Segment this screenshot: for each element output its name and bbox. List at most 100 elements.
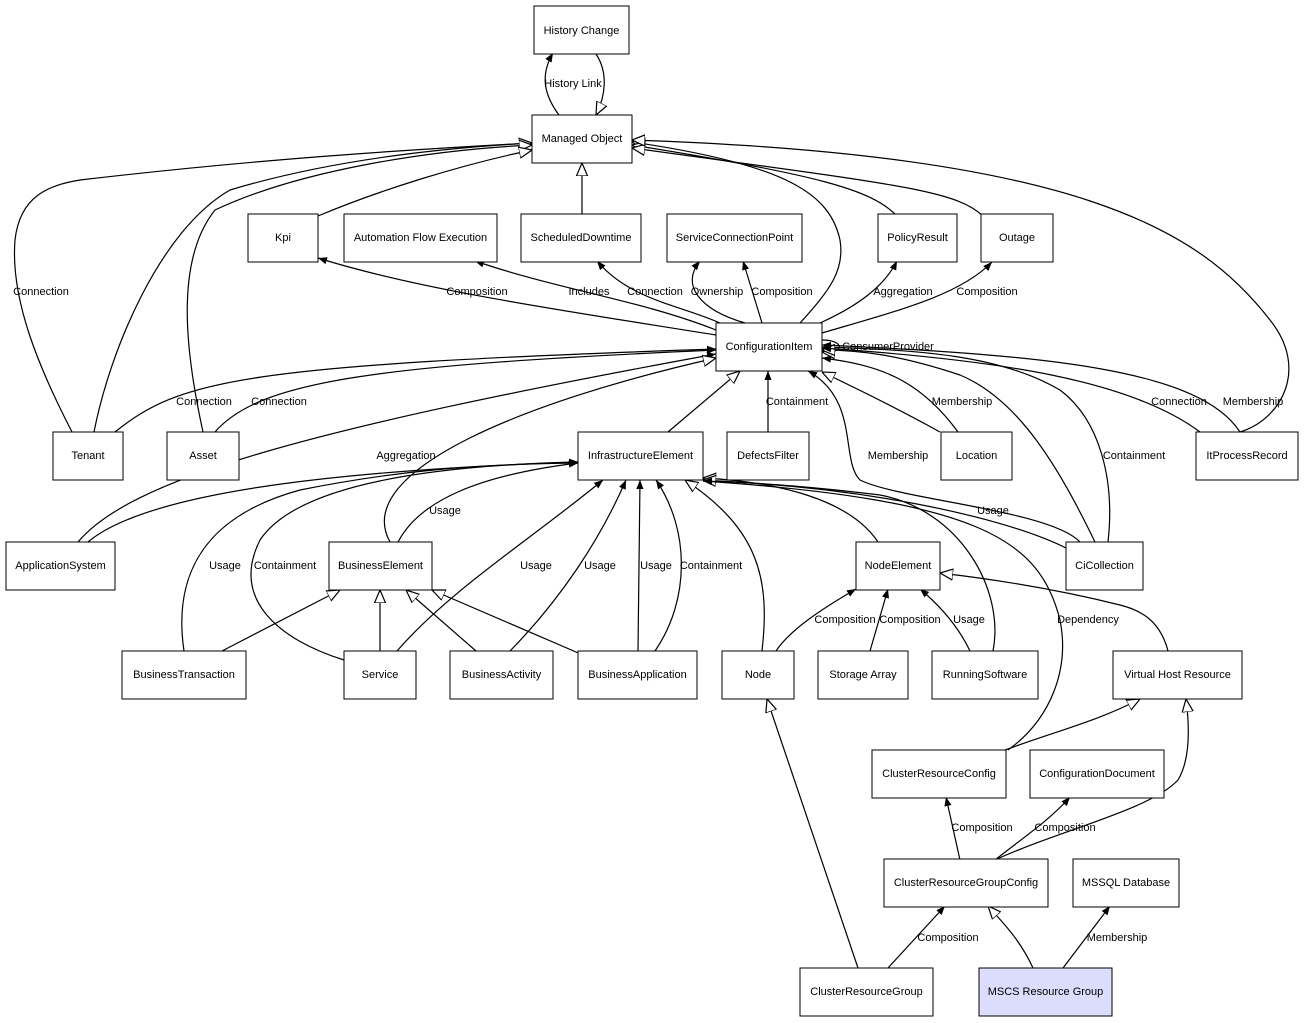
node-label: Storage Array xyxy=(829,669,897,681)
node-label: DefectsFilter xyxy=(737,450,799,462)
node-label: CiCollection xyxy=(1075,560,1134,572)
edge-history-link-up xyxy=(544,52,560,116)
edge-label: Containment xyxy=(1103,450,1165,462)
edge-svc-usage-ie xyxy=(396,479,604,652)
node-label: Asset xyxy=(189,450,217,462)
edge-svc-containment-ie xyxy=(250,458,579,661)
node-configuration-item[interactable]: ConfigurationItem xyxy=(715,322,823,372)
node-virtual-host-resource[interactable]: Virtual Host Resource xyxy=(1112,650,1243,700)
edge-crgc-composition-crc xyxy=(944,796,961,861)
edge-asset-inherit-mo xyxy=(186,145,532,433)
edge-pr-inherit-mo xyxy=(632,145,896,215)
node-managed-object[interactable]: Managed Object xyxy=(531,114,633,164)
node-configuration-document[interactable]: ConfigurationDocument xyxy=(1029,749,1165,799)
edge-as-aggregation-ie xyxy=(87,458,579,543)
node-label: InfrastructureElement xyxy=(588,450,693,462)
node-node[interactable]: Node xyxy=(721,650,795,700)
edge-ie-inherit-ci xyxy=(667,371,740,433)
edge-label: Membership xyxy=(1087,932,1148,944)
nodes: History Change Managed Object Kpi Automa… xyxy=(5,5,1299,1017)
node-business-element[interactable]: BusinessElement xyxy=(328,541,433,591)
node-label: MSCS Resource Group xyxy=(988,986,1104,998)
node-defects-filter[interactable]: DefectsFilter xyxy=(726,431,810,481)
node-label: PolicyResult xyxy=(887,232,948,244)
node-storage-array[interactable]: Storage Array xyxy=(817,650,909,700)
node-automation-flow-execution[interactable]: Automation Flow Execution xyxy=(343,213,498,263)
edge-label: Containment xyxy=(766,396,828,408)
node-tenant[interactable]: Tenant xyxy=(52,431,124,481)
node-asset[interactable]: Asset xyxy=(166,431,240,481)
edge-label: Composition xyxy=(879,614,940,626)
edge-mscs-membership-mssql xyxy=(1062,905,1111,969)
edge-bapp-containment-ie xyxy=(654,479,682,652)
node-running-software[interactable]: RunningSoftware xyxy=(931,650,1039,700)
edge-labels: History Link Connection Composition Incl… xyxy=(13,78,1283,944)
node-business-application[interactable]: BusinessApplication xyxy=(577,650,698,700)
edge-label: Composition xyxy=(814,614,875,626)
node-infrastructure-element[interactable]: InfrastructureElement xyxy=(577,431,704,481)
edge-tenant-inherit-mo xyxy=(93,143,532,433)
edge-label: Composition xyxy=(951,822,1012,834)
node-label: Kpi xyxy=(275,232,291,244)
edge-ci-connection-sd xyxy=(596,260,721,324)
edge-tenant-connection-mo xyxy=(13,139,533,433)
node-cluster-resource-group-config[interactable]: ClusterResourceGroupConfig xyxy=(883,858,1049,908)
node-node-element[interactable]: NodeElement xyxy=(855,541,941,591)
node-scheduled-downtime[interactable]: ScheduledDowntime xyxy=(520,213,642,263)
edge-ci-ownership-scp xyxy=(691,260,746,324)
edge-bapp-usage-ie xyxy=(636,479,644,652)
edge-crc-inherit-vhr xyxy=(1004,699,1140,751)
edge-label: Usage xyxy=(209,560,241,572)
node-label: ServiceConnectionPoint xyxy=(676,232,793,244)
edge-outage-inherit-mo xyxy=(632,148,984,217)
node-service[interactable]: Service xyxy=(343,650,417,700)
edge-loc-assoc-ci xyxy=(821,355,959,433)
edge-label: Composition xyxy=(751,286,812,298)
node-cluster-resource-config[interactable]: ClusterResourceConfig xyxy=(871,749,1007,799)
node-history-change[interactable]: History Change xyxy=(533,5,630,55)
edge-node-inherit-ie xyxy=(685,480,765,652)
edge-label: Containment xyxy=(254,560,316,572)
node-cluster-resource-group[interactable]: ClusterResourceGroup xyxy=(799,967,934,1017)
node-label: BusinessActivity xyxy=(462,669,542,681)
edge-label: Composition xyxy=(446,286,507,298)
node-service-connection-point[interactable]: ServiceConnectionPoint xyxy=(666,213,803,263)
edge-label: Usage xyxy=(584,560,616,572)
node-label: Virtual Host Resource xyxy=(1124,669,1231,681)
edge-ci-composition-scp xyxy=(742,260,763,324)
node-label: Node xyxy=(745,669,771,681)
edge-loc-membership-ci xyxy=(822,372,941,433)
edge-label: Usage xyxy=(953,614,985,626)
edge-label: Membership xyxy=(1223,396,1284,408)
node-label: RunningSoftware xyxy=(943,669,1027,681)
edge-sa-composition-ne xyxy=(869,588,889,652)
edge-asset-connection-ci xyxy=(214,346,717,433)
node-mssql-database[interactable]: MSSQL Database xyxy=(1072,858,1180,908)
node-ci-collection[interactable]: CiCollection xyxy=(1065,541,1144,591)
node-location[interactable]: Location xyxy=(940,431,1013,481)
edge-ipr-inherit-mo xyxy=(632,140,1290,433)
node-outage[interactable]: Outage xyxy=(980,213,1054,263)
node-mscs-resource-group[interactable]: MSCS Resource Group xyxy=(978,967,1113,1017)
edge-ba-inherit-be xyxy=(406,590,477,652)
node-business-activity[interactable]: BusinessActivity xyxy=(449,650,554,700)
node-it-process-record[interactable]: ItProcessRecord xyxy=(1195,431,1299,481)
node-label: Managed Object xyxy=(542,133,623,145)
edge-label: Connection xyxy=(1151,396,1207,408)
node-label: Tenant xyxy=(71,450,104,462)
node-label: BusinessTransaction xyxy=(133,669,235,681)
node-application-system[interactable]: ApplicationSystem xyxy=(5,541,116,591)
edge-bt-inherit-be xyxy=(221,590,340,652)
edges xyxy=(13,52,1290,969)
edge-label: Membership xyxy=(868,450,929,462)
node-policy-result[interactable]: PolicyResult xyxy=(877,213,958,263)
node-kpi[interactable]: Kpi xyxy=(247,213,319,263)
edge-label: Usage xyxy=(977,505,1009,517)
edge-crg-inherit-node xyxy=(767,699,859,969)
node-label: Location xyxy=(956,450,998,462)
edge-crgc-composition-cd xyxy=(994,796,1071,861)
node-label: ClusterResourceGroupConfig xyxy=(894,877,1038,889)
node-label: ClusterResourceGroup xyxy=(810,986,923,998)
node-business-transaction[interactable]: BusinessTransaction xyxy=(121,650,247,700)
node-label: Outage xyxy=(999,232,1035,244)
